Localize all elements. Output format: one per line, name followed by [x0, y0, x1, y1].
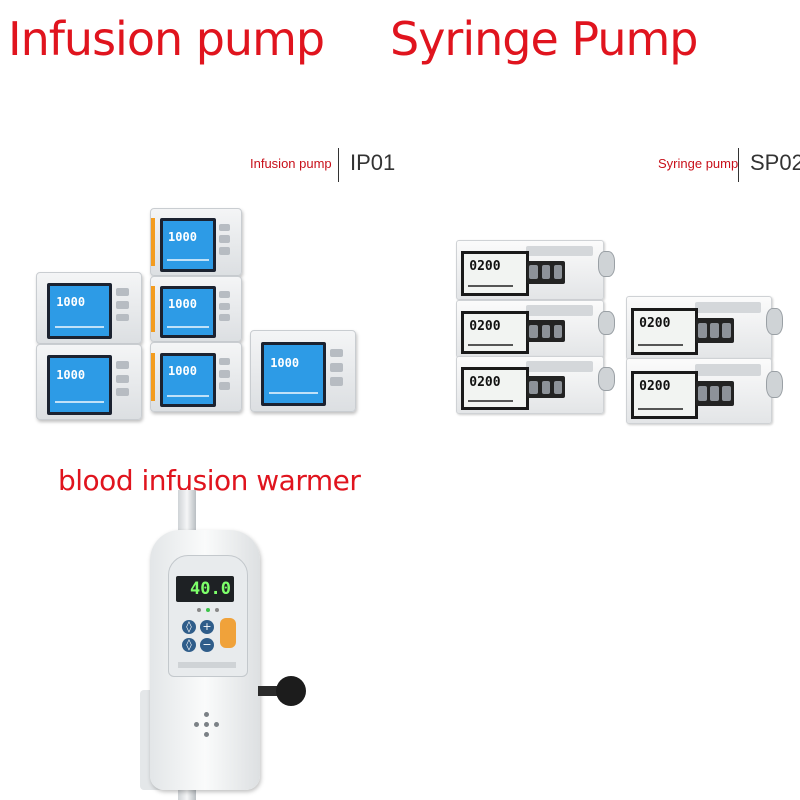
screen-value: 1000 — [56, 367, 86, 382]
screen-value: 1000 — [168, 364, 197, 379]
blood-warmer-heading: blood infusion warmer — [58, 464, 361, 497]
infusion-caption-model: IP01 — [350, 150, 396, 175]
keypad — [527, 260, 566, 284]
infusion-pump-unit: 1000 — [36, 272, 142, 344]
pump-screen: 1000 — [160, 352, 217, 408]
pump-screen: 0200 — [631, 308, 698, 356]
infusion-pump-unit: 1000 — [36, 344, 142, 420]
pump-screen: 0200 — [631, 370, 698, 419]
pump-screen: 0200 — [461, 251, 529, 296]
pump-screen: 1000 — [261, 342, 326, 406]
screen-value: 1000 — [56, 294, 86, 309]
infusion-pump-unit: 1000 — [150, 208, 242, 276]
indicator-light — [215, 608, 219, 612]
warmer-display: 40.0 — [176, 576, 234, 602]
infusion-pump-unit: 1000 — [250, 330, 356, 412]
pump-screen: 0200 — [461, 367, 529, 411]
screen-value: 1000 — [168, 297, 197, 312]
indicator-light — [206, 608, 210, 612]
label-strip — [178, 662, 236, 668]
plus-icon: + — [200, 620, 214, 634]
syringe-clamp — [766, 370, 783, 399]
minus-icon: − — [200, 638, 214, 652]
syringe-caption-label: Syringe pump — [658, 156, 739, 171]
keypad — [696, 380, 734, 407]
status-stripe — [151, 218, 155, 266]
syringe-clamp — [598, 311, 615, 336]
infusion-pump-heading: Infusion pump — [8, 12, 325, 66]
infusion-pump-unit: 1000 — [150, 342, 242, 412]
mode-icon: ◊ — [182, 620, 196, 634]
infusion-pump-unit: 1000 — [150, 276, 242, 342]
caption-divider — [338, 148, 339, 182]
syringe-pump-unit: 0200 — [456, 240, 615, 300]
screen-value: 1000 — [168, 229, 197, 244]
screen-value: 0200 — [469, 374, 501, 390]
warmer-control-panel — [168, 555, 248, 677]
speaker-grill — [192, 712, 222, 742]
clamp-knob — [276, 676, 306, 706]
syringe-clamp — [598, 367, 615, 392]
pump-screen: 1000 — [47, 282, 112, 340]
syringe-clamp — [766, 308, 783, 335]
knob-stem — [258, 686, 280, 696]
syringe-pump-heading: Syringe Pump — [390, 12, 698, 66]
screen-value: 0200 — [639, 316, 671, 332]
syringe-pump-unit: 0200 — [456, 356, 615, 414]
keypad — [527, 320, 566, 343]
caption-divider — [738, 148, 739, 182]
power-button — [220, 618, 236, 648]
temperature-readout: 40.0 — [190, 579, 231, 599]
screen-value: 0200 — [639, 378, 671, 394]
syringe-caption-model: SP02 — [750, 150, 800, 175]
pump-screen: 1000 — [47, 355, 112, 415]
status-stripe — [151, 285, 155, 333]
status-stripe — [151, 352, 155, 402]
pump-screen: 1000 — [160, 285, 217, 339]
screen-value: 0200 — [469, 259, 501, 275]
syringe-pump-unit: 0200 — [456, 300, 615, 358]
screen-value: 0200 — [469, 318, 501, 334]
screen-value: 1000 — [270, 355, 300, 370]
indicator-light — [197, 608, 201, 612]
infusion-caption-label: Infusion pump — [250, 156, 332, 171]
syringe-pump-unit: 0200 — [626, 358, 783, 424]
pump-screen: 1000 — [160, 218, 217, 272]
keypad — [527, 376, 566, 399]
keypad — [696, 318, 734, 343]
syringe-pump-unit: 0200 — [626, 296, 783, 360]
syringe-clamp — [598, 251, 615, 277]
pump-screen: 0200 — [461, 311, 529, 355]
mode-icon: ◊ — [182, 638, 196, 652]
